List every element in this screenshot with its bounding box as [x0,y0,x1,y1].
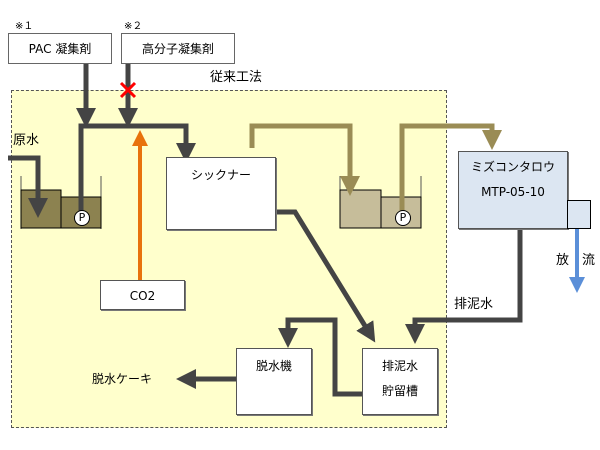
dehydrated-cake-label: 脱水ケーキ [92,372,153,386]
pump-label: P [399,211,407,224]
raw-water-label: 原水 [13,133,40,148]
thickener-overflow-line [249,123,360,196]
dehydrator-box: 脱水機 [236,348,312,415]
polymer-coagulant-box: 高分子凝集剤 [121,33,235,64]
storage-label-line2: 貯留槽 [381,384,418,398]
storage-to-dehydrator-line [278,317,363,397]
pump-icon: P [74,210,90,226]
pac-coagulant-box: PAC 凝集剤 [8,33,112,64]
co2-label: CO2 [129,289,156,303]
dehydrator-label: 脱水機 [255,359,292,373]
mizucon-taro-box: ミズコンタロウ MTP-05-10 [458,151,568,229]
polymer-coagulant-label: 高分子凝集剤 [141,42,214,56]
raw-water-line [8,155,48,218]
storage-label-line1: 排泥水 [381,359,418,373]
pump-label: P [78,211,86,224]
mizucon-feed-line [399,123,502,218]
cross-mark-icon [119,81,137,99]
co2-box: CO2 [100,280,185,310]
mizucon-model-label: MTP-05-10 [481,185,545,199]
note-1: ※１ [15,21,34,32]
feed-line [78,123,196,218]
sludge-water-label: 排泥水 [454,297,494,312]
note-2: ※２ [124,21,143,32]
mizucon-name-label: ミズコンタロウ [470,160,555,174]
mizucon-outlet-box [567,200,591,229]
region-label: 従来工法 [210,70,263,85]
sludge-storage-tank-box: 排泥水 貯留槽 [362,348,438,415]
thickener-label: シックナー [190,168,251,182]
pump-icon: P [395,210,411,226]
sludge-water-line [405,228,523,344]
thickener-box: シックナー [166,157,276,230]
pac-coagulant-label: PAC 凝集剤 [28,42,92,56]
discharge-label: 放 流 [556,253,596,268]
thickener-sludge-line [277,209,376,343]
